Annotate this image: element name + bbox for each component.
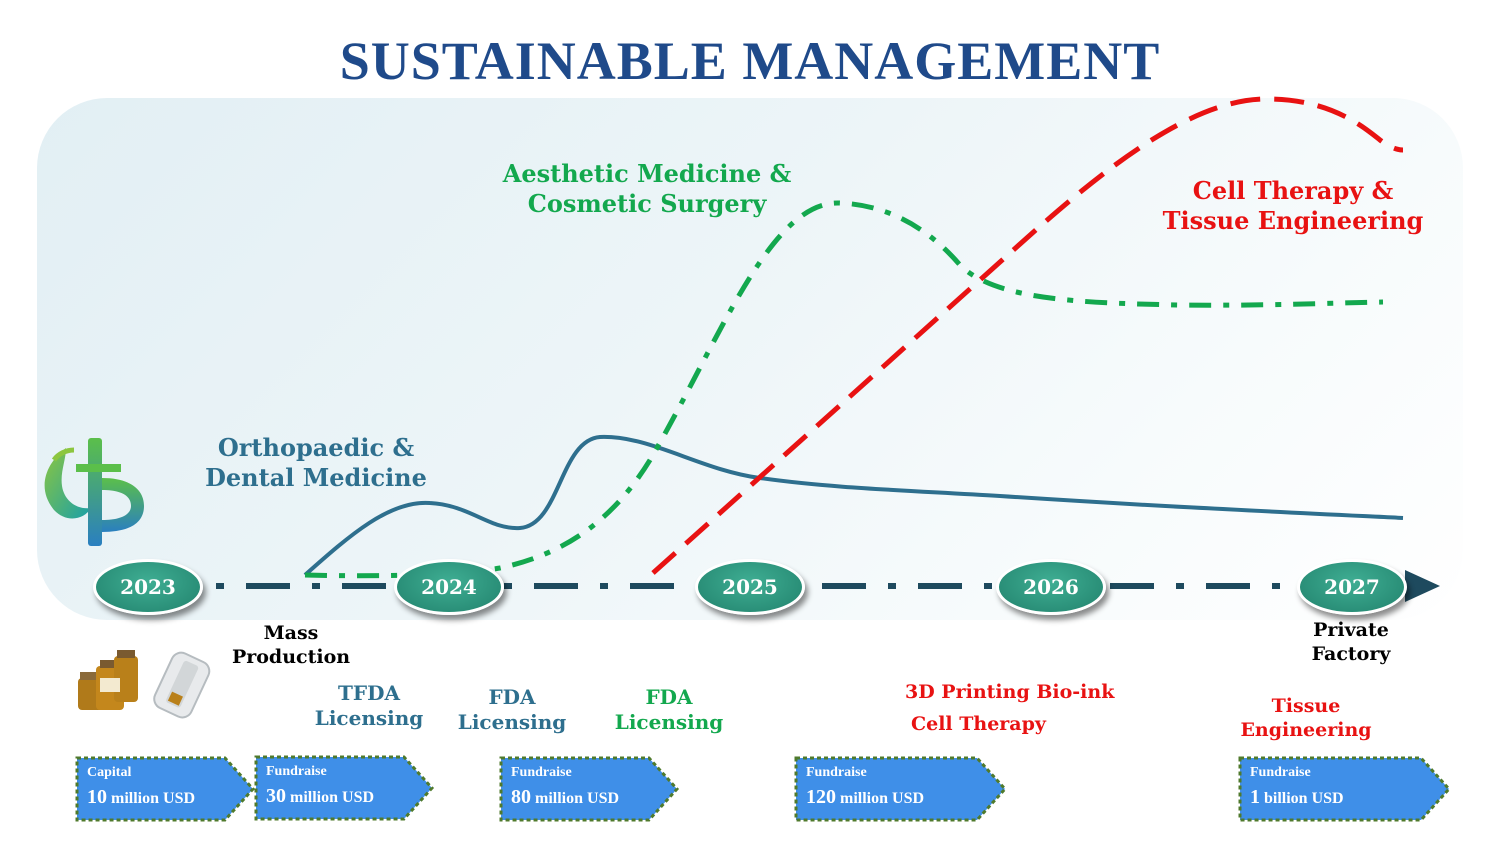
funding-box-4: Fundraise 120 million USD [794, 756, 1009, 822]
funding-amount: 120 [806, 786, 836, 808]
fda-blue-line2: Licensing [457, 710, 567, 734]
tfda-line2: Licensing [314, 706, 424, 730]
year-badge-2027: 2027 [1297, 559, 1407, 615]
ortho-curve [303, 434, 1404, 577]
funding-amount-line: 80 million USD [511, 786, 619, 809]
private-factory-line1: Private [1313, 619, 1389, 641]
mass-production-label: Mass Production [211, 622, 371, 670]
mass-production-line2: Production [231, 645, 351, 668]
fda-green-line1: FDA [645, 685, 693, 709]
funding-arrow-shape [794, 756, 1008, 822]
tfda-line1: TFDA [338, 681, 400, 705]
funding-amount-line: 120 million USD [806, 786, 924, 809]
funding-unit: million USD [290, 789, 375, 806]
year-badge-2025: 2025 [695, 559, 805, 615]
aesthetic-curve [304, 200, 1384, 579]
ortho-label-line2: Dental Medicine [205, 463, 427, 492]
tfda-licensing-label: TFDA Licensing [299, 681, 439, 731]
fda-green-line2: Licensing [614, 710, 724, 734]
funding-amount: 80 [511, 786, 531, 808]
funding-arrow-shape [1238, 756, 1452, 822]
funding-box-2: Fundraise 30 million USD [254, 755, 436, 821]
funding-box-1: Capital 10 million USD [75, 756, 257, 822]
fda-blue-line1: FDA [488, 685, 536, 709]
funding-unit: billion USD [1264, 790, 1344, 807]
funding-box-3: Fundraise 80 million USD [499, 756, 681, 822]
funding-unit: million USD [111, 790, 196, 807]
funding-amount-line: 1 billion USD [1250, 786, 1344, 809]
funding-arrow-shape [254, 755, 435, 821]
aesthetic-label-line1: Aesthetic Medicine & [502, 159, 792, 188]
mass-production-line1: Mass [263, 622, 319, 644]
private-factory-line2: Factory [1311, 642, 1391, 665]
company-logo [44, 438, 144, 546]
funding-unit: million USD [535, 790, 620, 807]
funding-label: Fundraise [806, 765, 867, 780]
funding-amount: 30 [266, 785, 286, 807]
funding-box-5: Fundraise 1 billion USD [1238, 756, 1453, 822]
funding-arrow-shape [499, 756, 680, 822]
bioink-label: 3D Printing Bio-ink [905, 681, 1115, 703]
funding-amount: 1 [1250, 786, 1260, 808]
funding-amount-line: 30 million USD [266, 785, 374, 808]
funding-label: Fundraise [511, 765, 572, 780]
cell-label-line2: Tissue Engineering [1162, 206, 1424, 235]
cell-label-line1: Cell Therapy & [1192, 176, 1394, 205]
funding-label: Capital [87, 765, 132, 780]
year-badge-2024: 2024 [394, 559, 504, 615]
page-title: SUSTAINABLE MANAGEMENT [339, 31, 1161, 91]
year-badge-2023: 2023 [93, 559, 203, 615]
funding-unit: million USD [840, 790, 925, 807]
aesthetic-label: Aesthetic Medicine & Cosmetic Surgery [497, 159, 797, 219]
product-vials-image [78, 650, 211, 719]
fda-licensing-green-label: FDA Licensing [599, 685, 739, 735]
ortho-label-line1: Orthopaedic & [217, 433, 415, 462]
funding-amount-line: 10 million USD [87, 786, 195, 809]
tissue-engineering-label: Tissue Engineering [1240, 695, 1372, 741]
timeline-arrow-icon [1405, 570, 1440, 602]
private-factory-label: Private Factory [1281, 619, 1421, 667]
chart-panel [37, 98, 1463, 620]
ortho-label: Orthopaedic & Dental Medicine [196, 433, 436, 493]
year-badge-2026: 2026 [996, 559, 1106, 615]
funding-arrow-shape [75, 756, 256, 822]
fda-licensing-blue-label: FDA Licensing [442, 685, 582, 735]
cell-label: Cell Therapy & Tissue Engineering [1162, 176, 1424, 236]
funding-amount: 10 [87, 786, 107, 808]
cell-therapy-label: Cell Therapy [911, 713, 1046, 735]
funding-label: Fundraise [1250, 765, 1311, 780]
funding-label: Fundraise [266, 764, 327, 779]
aesthetic-label-line2: Cosmetic Surgery [527, 189, 767, 218]
